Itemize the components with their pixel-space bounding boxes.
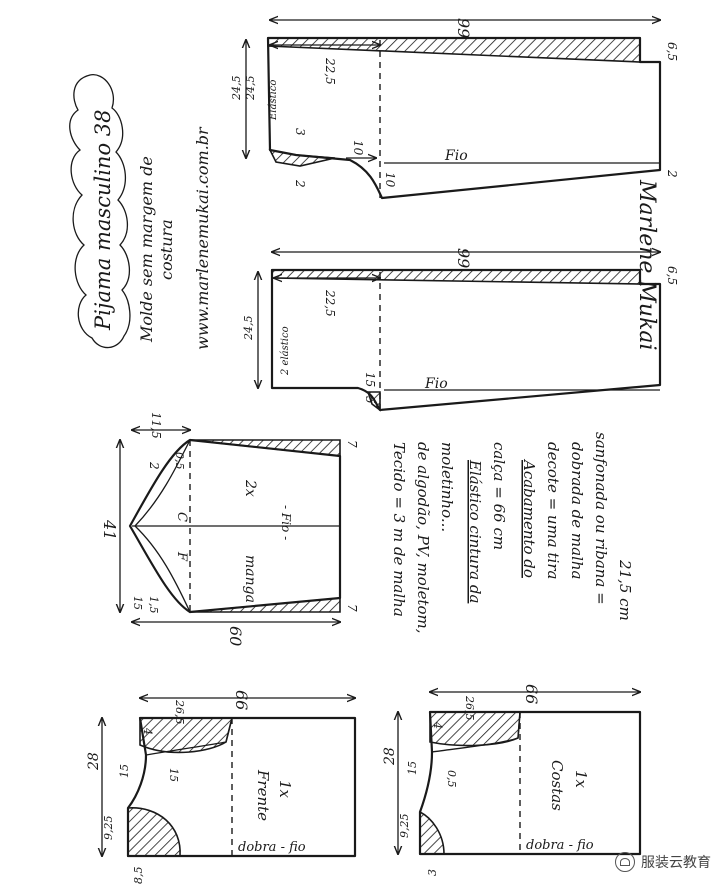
back-neck-b: 3 [426, 869, 439, 876]
website-text: www.marlenemukai.com.br [193, 126, 212, 350]
back-neck-hatch [419, 810, 445, 855]
front-neck-drop: 4 [141, 727, 154, 735]
sleeve-cap-c: 1,5 [147, 596, 160, 614]
pants-back-crotch-depth: 22,5 [323, 289, 337, 317]
sleeve-count: 2x [242, 479, 258, 497]
wechat-icon [615, 852, 635, 872]
pants-back-piece: Fio 99 6,5 22,5 24,5 2 elástico 15 5 [242, 248, 679, 412]
notes-block: Tecido = 3 m de malha de algodão, PV, mo… [390, 432, 634, 634]
front-length: 66 [232, 690, 251, 710]
pants-front-length: 99 [454, 18, 473, 38]
sleeve-hem-a: 7 [345, 440, 359, 448]
front-half-width: 28 [86, 752, 102, 771]
title-text: Pijama masculino 38 [91, 110, 115, 331]
back-fold: dobra - fio [526, 838, 594, 853]
pants-front-crotch-a: 10 [351, 140, 365, 156]
pants-front-seat-a: 3 [293, 128, 307, 136]
subtitle-line1: Molde sem margem de [137, 156, 156, 343]
note-line8: dobrada de malha [568, 442, 586, 579]
pants-front-hem-side: 2 [665, 169, 679, 178]
pants-back-crotch-b: 5 [363, 396, 377, 404]
back-count: 1x [572, 770, 590, 789]
sleeve-piece: 41 11,5 60 7 7 2 0,5 1,5 15 C F - Fio - … [100, 412, 359, 646]
sleeve-cap-a: 2 [147, 461, 161, 470]
title-cloud [69, 74, 131, 349]
front-neck-hatch [127, 807, 181, 857]
pants-front-outline [266, 36, 662, 200]
watermark-text: 服装云教育 [641, 855, 711, 871]
sleeve-cap-height: 11,5 [149, 412, 163, 439]
front-armhole-curve [145, 717, 233, 756]
pants-back-waist-drop: 6,5 [665, 266, 679, 285]
signature: Marlene Mukai [634, 179, 659, 351]
back-armhole-b: 0,5 [445, 770, 458, 788]
back-armhole: 15 [406, 761, 419, 775]
sleeve-cap-d: 15 [131, 596, 144, 610]
front-neck-a: 9,25 [102, 816, 115, 841]
front-neck-b: 8,5 [132, 867, 145, 885]
pants-front-crotch-depth: 22,5 [323, 57, 337, 85]
note-line6: Acabamento do [520, 458, 538, 578]
pants-back-elastic-a: 24,5 [242, 316, 255, 342]
front-count: 1x [276, 780, 294, 799]
pants-front-crotch-b: 10 [383, 172, 397, 188]
note-line5: calça = 66 cm [490, 442, 508, 550]
pants-back-waist-band [271, 269, 641, 285]
pants-front-seat-b: 2 [293, 179, 307, 188]
pants-back-elastic-label: 2 elástico [280, 326, 291, 376]
pants-front-piece: Fio 99 6,5 22,5 24,5 24,5 Elástico 10 10… [230, 18, 679, 200]
back-label: Costas [548, 760, 566, 811]
back-neck-drop: 4 [431, 721, 444, 729]
pants-back-crotch-a: 15 [363, 372, 377, 387]
sleeve-cap-b: 0,5 [173, 452, 186, 470]
pants-back-length: 99 [454, 248, 473, 268]
pants-front-elastic-label: Elástico [268, 80, 279, 121]
back-half-width: 28 [382, 747, 398, 766]
pants-front-crotch-hatch [268, 148, 336, 167]
front-outline [126, 716, 357, 858]
note-line1: Tecido = 3 m de malha [390, 442, 408, 617]
sleeve-name: manga [242, 555, 258, 603]
back-bodice-piece: 66 26,5 4 28 15 0,5 9,25 3 Costas 1x dob… [382, 684, 642, 876]
sleeve-width: 41 [100, 519, 119, 540]
sleeve-outline [128, 438, 342, 614]
back-neck-a: 9,25 [398, 814, 411, 839]
sleeve-front-label: F [174, 551, 189, 562]
front-label: Frente [254, 769, 272, 821]
pants-back-grain: Fio [424, 376, 448, 392]
note-line9: sanfonada ou ribana = [592, 432, 610, 605]
note-line10: 21,5 cm [616, 559, 634, 621]
note-line3: moletinho... [438, 442, 456, 532]
title-block: Pijama masculino 38 Molde sem margem de … [69, 74, 212, 350]
subtitle-line2: costura [157, 219, 176, 280]
pants-front-elastic-a: 24,5 [230, 76, 243, 102]
sleeve-grain: - Fio - [279, 505, 293, 540]
note-line2: de algodão, PV, moletom, [414, 442, 432, 634]
sleeve-hem-b: 7 [345, 604, 359, 612]
pants-front-waist-drop: 6,5 [665, 42, 679, 61]
note-line4: Elástico cintura da [466, 459, 484, 603]
front-armhole: 15 [118, 764, 131, 778]
front-fold: dobra - fio [238, 840, 306, 855]
sleeve-back-label: C [174, 512, 189, 522]
front-armhole-b: 15 [167, 768, 180, 782]
back-shoulder: 26,5 [463, 695, 476, 721]
watermark: 服装云教育 [615, 852, 711, 872]
back-outline [418, 710, 642, 856]
pants-front-grain: Fio [444, 148, 468, 164]
front-bodice-piece: 66 26,5 4 28 15 15 9,25 8,5 Frente 1x do… [86, 690, 357, 885]
sleeve-length: 60 [226, 626, 245, 646]
front-shoulder: 26,5 [173, 699, 186, 725]
back-armhole-curve [431, 711, 521, 753]
note-line7: decote = uma tira [544, 442, 562, 579]
back-length: 66 [522, 684, 541, 704]
